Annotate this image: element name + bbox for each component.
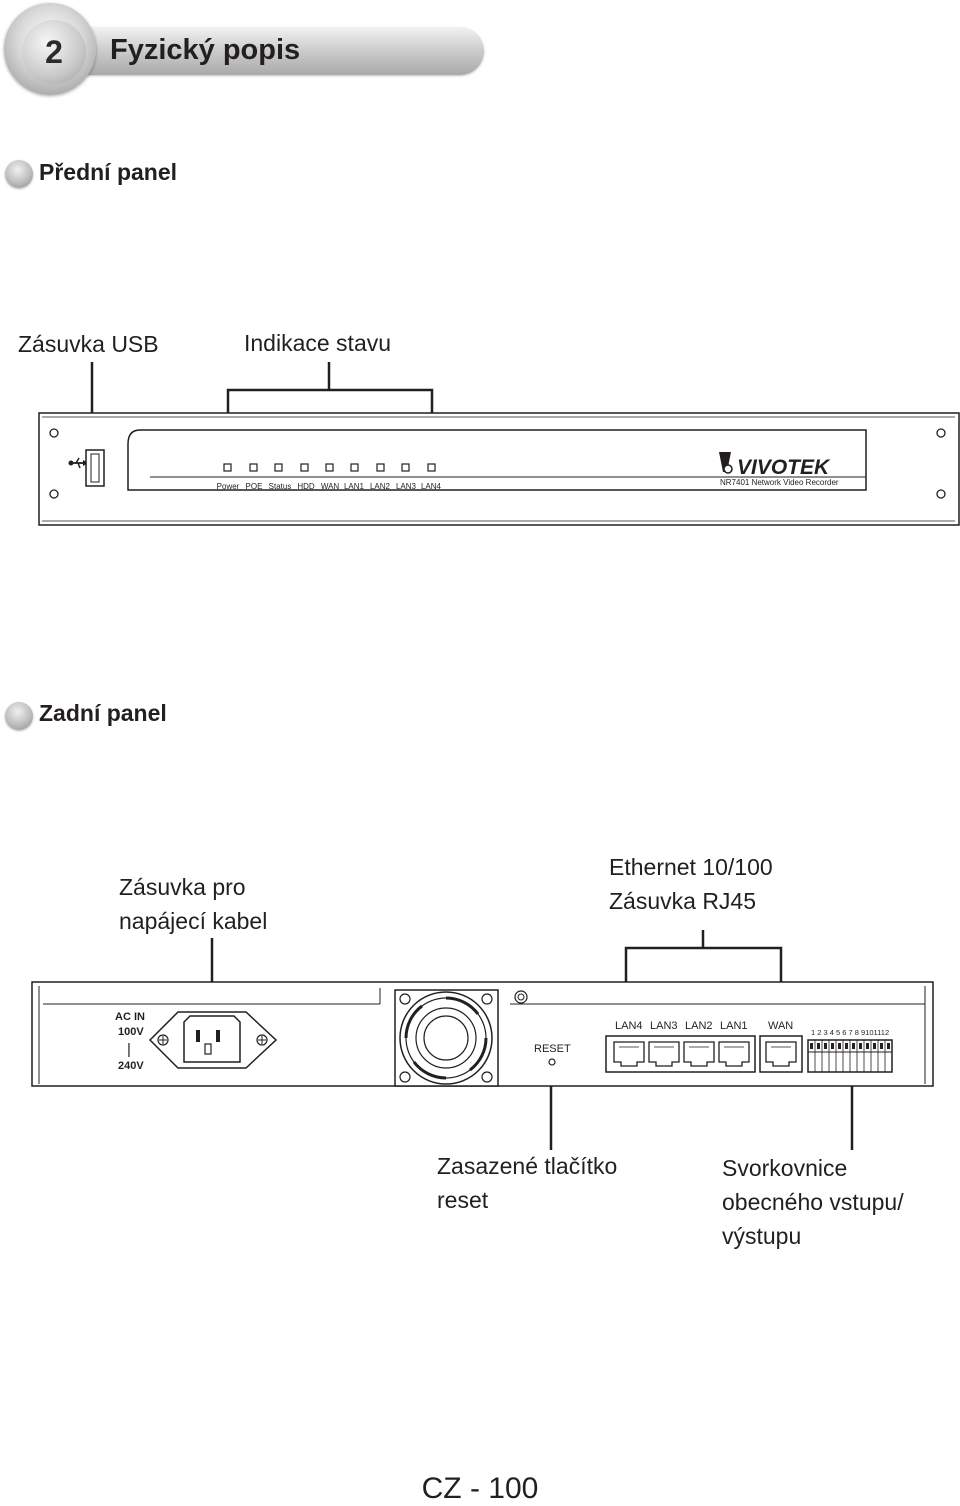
lan-ports bbox=[605, 1035, 756, 1073]
power-callout-label-line2: napájecí kabel bbox=[119, 908, 268, 934]
rj45-port-lan3[interactable] bbox=[648, 1041, 680, 1067]
port-label: LAN4 bbox=[615, 1020, 643, 1032]
vivotek-logo: VIVOTEK bbox=[719, 452, 831, 479]
ethernet-callout-label-line1: Ethernet 10/100 bbox=[609, 854, 773, 880]
screw-icon bbox=[481, 993, 493, 1005]
led-label: WAN bbox=[321, 482, 340, 491]
dio-callout-label-line2: obecného vstupu/ bbox=[722, 1189, 904, 1215]
status-leds bbox=[223, 463, 436, 472]
ac-240v-label: 240V bbox=[118, 1060, 144, 1072]
rj45-port-lan1[interactable] bbox=[718, 1041, 750, 1067]
led-labels: Power POE Status HDD WAN LAN1 LAN2 LAN3 … bbox=[217, 482, 442, 491]
port-label: LAN3 bbox=[650, 1020, 678, 1032]
front-panel-bullet-icon bbox=[5, 160, 33, 188]
led-hdd bbox=[300, 463, 309, 472]
dio-terminal-block[interactable] bbox=[807, 1039, 893, 1073]
front-bezel bbox=[127, 429, 867, 491]
led-label: LAN2 bbox=[370, 482, 391, 491]
front-panel-diagram: Power POE Status HDD WAN LAN1 LAN2 LAN3 … bbox=[38, 362, 960, 526]
power-socket bbox=[148, 1011, 278, 1069]
chapter-title-bar bbox=[48, 27, 484, 75]
usb-callout-label: Zásuvka USB bbox=[18, 331, 159, 357]
reset-callout-label-line2: reset bbox=[437, 1187, 489, 1213]
port-label: LAN1 bbox=[720, 1020, 748, 1032]
ethernet-callout-label-line2: Zásuvka RJ45 bbox=[609, 888, 757, 914]
ac-input-labels: AC IN 100V | 240V bbox=[115, 1011, 145, 1072]
rear-panel-bullet-icon bbox=[5, 702, 33, 730]
led-poe bbox=[249, 463, 258, 472]
rj45-port-lan2[interactable] bbox=[683, 1041, 715, 1067]
reset-button[interactable] bbox=[548, 1058, 556, 1066]
ground-screw-icon bbox=[514, 990, 528, 1004]
rack-hole-icon bbox=[49, 428, 59, 438]
fan bbox=[394, 989, 499, 1087]
front-panel-title: Přední panel bbox=[39, 159, 178, 185]
model-name: NR7401 Network Video Recorder bbox=[720, 478, 839, 487]
rack-hole-icon bbox=[936, 428, 946, 438]
dio-callout-label-line3: výstupu bbox=[722, 1223, 802, 1249]
led-lan2 bbox=[376, 463, 385, 472]
led-label: Status bbox=[269, 482, 292, 491]
rack-hole-icon bbox=[936, 489, 946, 499]
led-status bbox=[274, 463, 283, 472]
port-labels: LAN4 LAN3 LAN2 LAN1 WAN bbox=[615, 1020, 793, 1032]
screw-icon bbox=[399, 1071, 411, 1083]
led-lan3 bbox=[401, 463, 410, 472]
usb-port[interactable] bbox=[85, 449, 105, 487]
ac-in-label: AC IN bbox=[115, 1011, 145, 1023]
led-label: Power bbox=[217, 482, 240, 491]
led-power bbox=[223, 463, 232, 472]
screw-icon bbox=[481, 1071, 493, 1083]
led-lan4 bbox=[427, 463, 436, 472]
page-number: CZ - 100 bbox=[421, 1472, 539, 1505]
port-label: LAN2 bbox=[685, 1020, 713, 1032]
reset-callout-label-line1: Zasazené tlačítko bbox=[437, 1153, 618, 1179]
screw-icon bbox=[399, 993, 411, 1005]
led-label: LAN1 bbox=[344, 482, 365, 491]
rear-panel-diagram: AC IN 100V | 240V RESET bbox=[31, 930, 934, 1150]
front-chassis bbox=[38, 412, 960, 526]
chapter-number: 2 bbox=[22, 20, 86, 84]
ac-100v-label: 100V bbox=[118, 1026, 144, 1038]
power-callout-label-line1: Zásuvka pro bbox=[119, 874, 246, 900]
led-lan1 bbox=[350, 463, 359, 472]
rack-hole-icon bbox=[49, 489, 59, 499]
rj45-port-wan[interactable] bbox=[759, 1035, 803, 1073]
port-label: WAN bbox=[768, 1020, 793, 1032]
power-inlet[interactable] bbox=[183, 1015, 241, 1063]
rear-panel-title: Zadní panel bbox=[39, 700, 167, 726]
dio-callout-label-line1: Svorkovnice bbox=[722, 1155, 848, 1181]
brand-name: VIVOTEK bbox=[737, 456, 831, 479]
ac-separator-label: | bbox=[127, 1041, 131, 1058]
led-wan bbox=[325, 463, 334, 472]
led-label: LAN4 bbox=[421, 482, 442, 491]
terminal-numbers: 1 2 3 4 5 6 7 8 9101112 bbox=[811, 1028, 889, 1037]
chapter-number-badge: 2 bbox=[4, 3, 96, 95]
led-label: HDD bbox=[297, 482, 315, 491]
reset-label: RESET bbox=[534, 1043, 571, 1055]
led-label: LAN3 bbox=[396, 482, 417, 491]
ethernet-callout-bracket bbox=[624, 946, 783, 1000]
status-callout-label: Indikace stavu bbox=[244, 330, 392, 356]
chapter-title: Fyzický popis bbox=[110, 34, 301, 66]
led-label: POE bbox=[246, 482, 263, 491]
rj45-port-lan4[interactable] bbox=[613, 1041, 645, 1067]
